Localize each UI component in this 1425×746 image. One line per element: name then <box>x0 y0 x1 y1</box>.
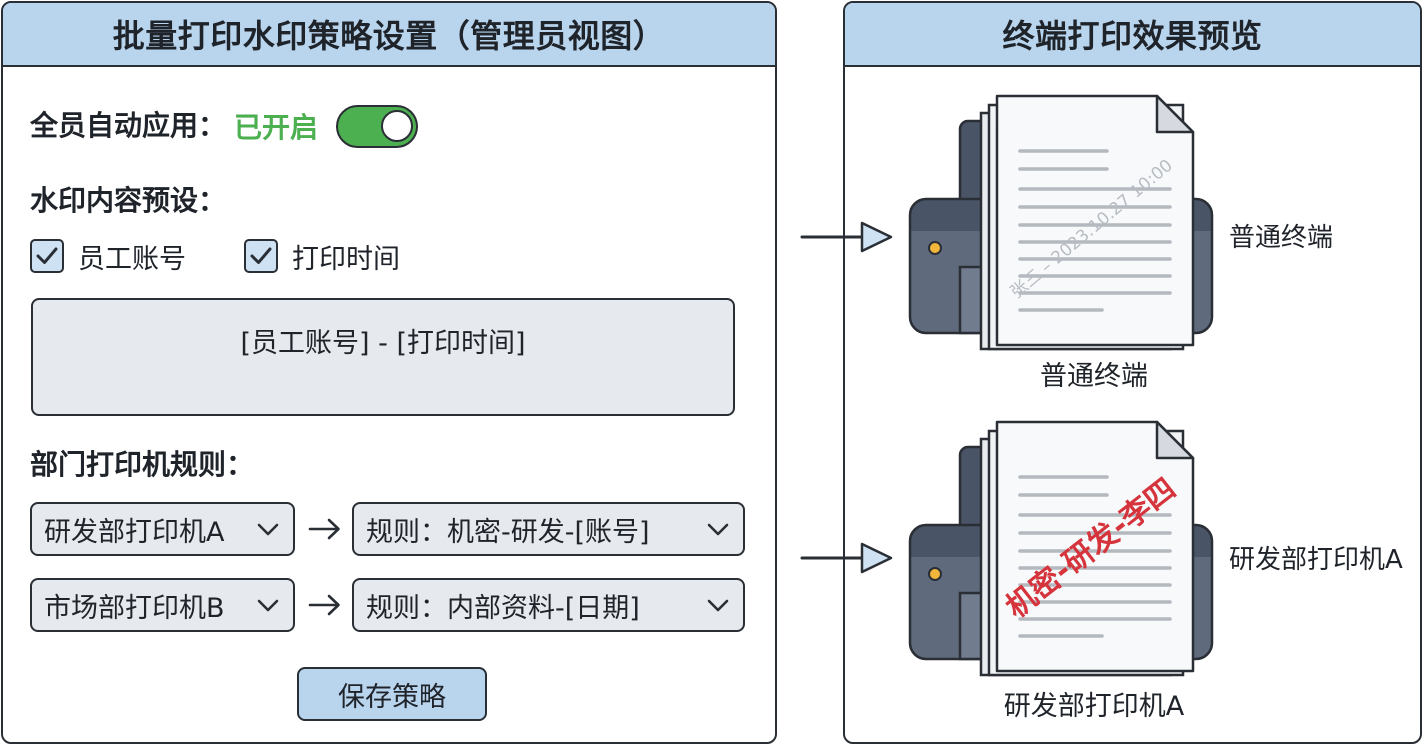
checkbox-print-time[interactable] <box>244 239 278 273</box>
arrow-right-icon <box>308 518 340 540</box>
terminal-side-label: 研发部打印机A <box>1229 545 1403 575</box>
option-employee-account-label: 员工账号 <box>78 243 186 275</box>
printer-select-2[interactable]: 市场部打印机B <box>30 578 295 632</box>
watermark-preset-label: 水印内容预设： <box>30 184 227 217</box>
printer-rules-label: 部门打印机规则： <box>30 448 255 481</box>
printer-select-1[interactable]: 研发部打印机A <box>30 502 295 556</box>
terminal-side-label: 普通终端 <box>1229 223 1334 253</box>
save-policy-button[interactable]: 保存策略 <box>297 667 487 721</box>
printer-select-1-value: 研发部打印机A <box>44 516 225 548</box>
arrow-right-icon <box>800 542 893 574</box>
document-icon: 机密-研发-李四 <box>995 420 1195 673</box>
auto-apply-row: 全员自动应用： 已开启 <box>30 104 419 148</box>
option-print-time[interactable]: 打印时间 <box>244 239 400 275</box>
chevron-down-icon <box>257 523 279 536</box>
print-preview-panel: 终端打印效果预览 张三 – 2023.10.27 <box>843 1 1422 744</box>
print-preview-title: 终端打印效果预览 <box>845 3 1420 67</box>
rule-select-1-value: 规则：机密-研发-[账号] <box>366 516 650 548</box>
terminal-caption: 研发部打印机A <box>1003 691 1185 722</box>
policy-settings-title: 批量打印水印策略设置（管理员视图） <box>3 3 775 67</box>
printer-select-2-value: 市场部打印机B <box>44 592 225 624</box>
auto-apply-toggle-switch-icon[interactable] <box>336 104 419 148</box>
rule-select-1[interactable]: 规则：机密-研发-[账号] <box>352 502 745 556</box>
arrow-right-icon <box>308 594 340 616</box>
arrow-right-icon <box>800 221 893 253</box>
chevron-down-icon <box>257 599 279 612</box>
rule-select-2-value: 规则：内部资料-[日期] <box>366 592 640 624</box>
rule-select-2[interactable]: 规则：内部资料-[日期] <box>352 578 745 632</box>
option-employee-account[interactable]: 员工账号 <box>30 239 186 275</box>
document-icon: 张三 – 2023.10.27 10:00 <box>995 94 1195 347</box>
policy-settings-panel: 批量打印水印策略设置（管理员视图） 全员自动应用： 已开启 水印内容预设： 员工… <box>1 1 777 744</box>
printer-indicator-light <box>928 241 942 255</box>
watermark-template-field[interactable]: [员工账号] - [打印时间] <box>31 298 735 416</box>
auto-apply-status: 已开启 <box>234 111 319 144</box>
checkmark-icon <box>36 247 58 264</box>
chevron-down-icon <box>707 523 729 536</box>
auto-apply-label: 全员自动应用： <box>30 109 227 142</box>
toggle-knob <box>381 109 414 142</box>
option-print-time-label: 打印时间 <box>292 243 400 275</box>
checkmark-icon <box>250 247 272 264</box>
checkbox-employee-account[interactable] <box>30 239 64 273</box>
printer-indicator-light <box>928 567 942 581</box>
chevron-down-icon <box>707 599 729 612</box>
printer-icon: 机密-研发-李四 <box>908 420 1214 677</box>
terminal-caption: 普通终端 <box>1040 361 1148 392</box>
printer-icon: 张三 – 2023.10.27 10:00 <box>908 94 1214 351</box>
